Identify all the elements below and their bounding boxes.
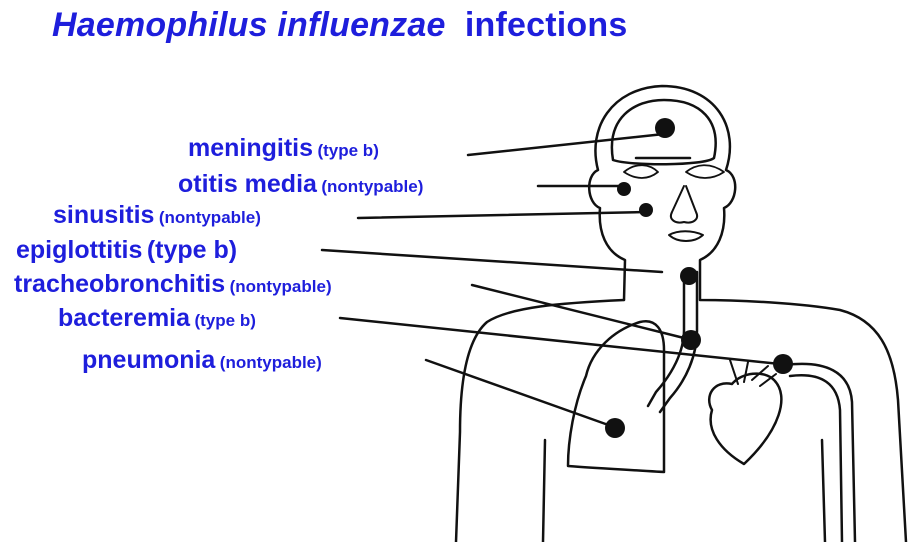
infection-dot-sinusitis <box>639 203 653 217</box>
disease-name: epiglottitis <box>16 236 142 264</box>
body-outline <box>589 86 906 542</box>
heart-outline <box>709 374 781 464</box>
label-meningitis: meningitis (type b) <box>188 136 379 161</box>
leader-line <box>426 360 614 427</box>
capsule-type: (type b) <box>317 141 378 160</box>
label-sinusitis: sinusitis (nontypable) <box>53 203 261 228</box>
capsule-type: (type b) <box>194 311 255 330</box>
disease-name: meningitis <box>188 134 313 162</box>
label-tracheobronchitis: tracheobronchitis (nontypable) <box>14 272 332 297</box>
disease-name: otitis media <box>178 170 317 198</box>
left-eye <box>624 165 658 178</box>
label-otitis-media: otitis media (nontypable) <box>178 172 423 197</box>
aorta <box>790 375 842 542</box>
leader-line <box>472 285 684 338</box>
body-outline <box>822 440 825 542</box>
mouth <box>669 231 703 241</box>
label-epiglottitis: epiglottitis (type b) <box>16 238 237 263</box>
infection-dot-bacteremia <box>773 354 793 374</box>
capsule-type: (nontypable) <box>159 208 261 227</box>
capsule-type: (nontypable) <box>321 177 423 196</box>
capsule-type: (nontypable) <box>220 353 322 372</box>
capsule-type: (nontypable) <box>230 277 332 296</box>
leader-line <box>322 250 662 272</box>
infection-dot-tracheobronchitis <box>681 330 701 350</box>
disease-name: pneumonia <box>82 346 215 374</box>
infection-dot-pneumonia <box>605 418 625 438</box>
leader-line <box>340 318 780 364</box>
infection-dot-epiglottitis <box>680 267 698 285</box>
disease-name: bacteremia <box>58 304 190 332</box>
body-outline <box>543 440 545 542</box>
disease-name: sinusitis <box>53 201 154 229</box>
nose <box>671 186 697 223</box>
label-bacteremia: bacteremia (type b) <box>58 306 256 331</box>
aorta <box>785 364 855 542</box>
infection-dot-otitis-media <box>617 182 631 196</box>
label-pneumonia: pneumonia (nontypable) <box>82 348 322 373</box>
infection-dot-meningitis <box>655 118 675 138</box>
leader-line <box>358 212 646 218</box>
leader-line <box>468 134 664 155</box>
capsule-type: (type b) <box>147 236 237 264</box>
disease-name: tracheobronchitis <box>14 270 225 298</box>
right-eye <box>686 165 724 178</box>
